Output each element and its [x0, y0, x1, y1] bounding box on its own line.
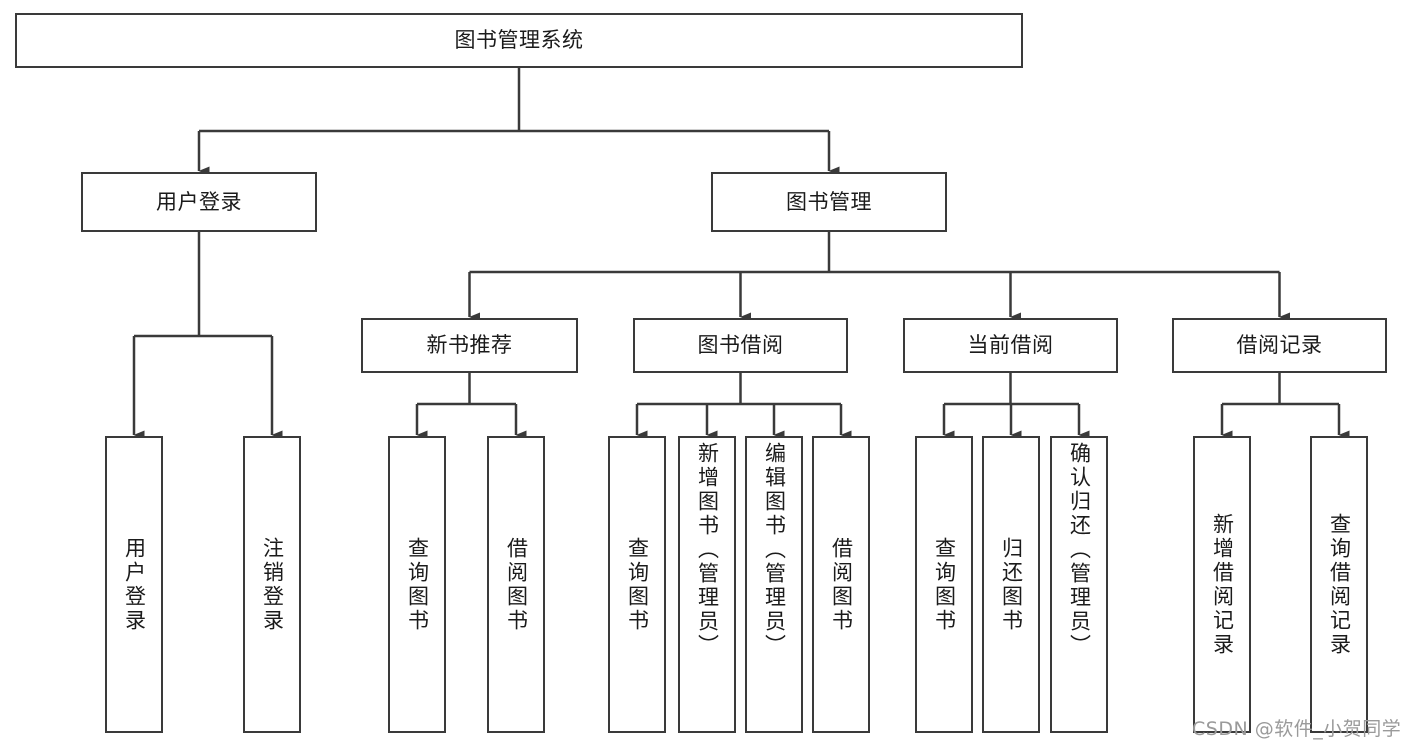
node-label: 借阅图书 [504, 536, 529, 633]
node-label: 当前借阅 [967, 333, 1054, 358]
node-leaf-user-logout[interactable]: 注销登录 [243, 436, 301, 733]
node-label: 借阅记录 [1236, 333, 1323, 358]
node-label: 查询图书 [405, 536, 430, 633]
node-root[interactable]: 图书管理系统 [15, 13, 1023, 68]
node-borrow-record[interactable]: 借阅记录 [1172, 318, 1387, 373]
node-label: 用户登录 [122, 536, 147, 633]
node-label: 用户登录 [156, 189, 242, 214]
node-label: 归还图书 [999, 536, 1024, 633]
node-label: 查询借阅记录 [1327, 512, 1352, 657]
node-current-borrow[interactable]: 当前借阅 [903, 318, 1118, 373]
node-label: 借阅图书 [829, 536, 854, 633]
node-label: 新书推荐 [426, 333, 513, 358]
node-label: 新增图书（管理员） [695, 442, 720, 658]
node-label: 编辑图书（管理员） [762, 442, 787, 658]
node-leaf-confirm-return[interactable]: 确认归还（管理员） [1050, 436, 1108, 733]
node-leaf-query-book-3[interactable]: 查询图书 [915, 436, 973, 733]
node-leaf-borrow-book-1[interactable]: 借阅图书 [487, 436, 545, 733]
node-label: 图书管理系统 [454, 28, 584, 53]
node-label: 新增借阅记录 [1210, 512, 1235, 657]
node-leaf-user-login[interactable]: 用户登录 [105, 436, 163, 733]
node-leaf-query-book-2[interactable]: 查询图书 [608, 436, 666, 733]
node-label: 注销登录 [260, 536, 285, 633]
node-leaf-edit-book[interactable]: 编辑图书（管理员） [745, 436, 803, 733]
node-leaf-return-book[interactable]: 归还图书 [982, 436, 1040, 733]
node-leaf-query-record[interactable]: 查询借阅记录 [1310, 436, 1368, 733]
node-label: 查询图书 [625, 536, 650, 633]
node-new-book-recommend[interactable]: 新书推荐 [361, 318, 578, 373]
node-book-manage[interactable]: 图书管理 [711, 172, 947, 232]
node-leaf-add-book[interactable]: 新增图书（管理员） [678, 436, 736, 733]
node-book-borrow[interactable]: 图书借阅 [633, 318, 848, 373]
node-label: 确认归还（管理员） [1067, 442, 1092, 658]
node-label: 图书管理 [786, 189, 872, 214]
node-label: 查询图书 [932, 536, 957, 633]
node-leaf-borrow-book-2[interactable]: 借阅图书 [812, 436, 870, 733]
node-leaf-query-book-1[interactable]: 查询图书 [388, 436, 446, 733]
node-user-login[interactable]: 用户登录 [81, 172, 317, 232]
node-leaf-add-record[interactable]: 新增借阅记录 [1193, 436, 1251, 733]
node-label: 图书借阅 [697, 333, 784, 358]
